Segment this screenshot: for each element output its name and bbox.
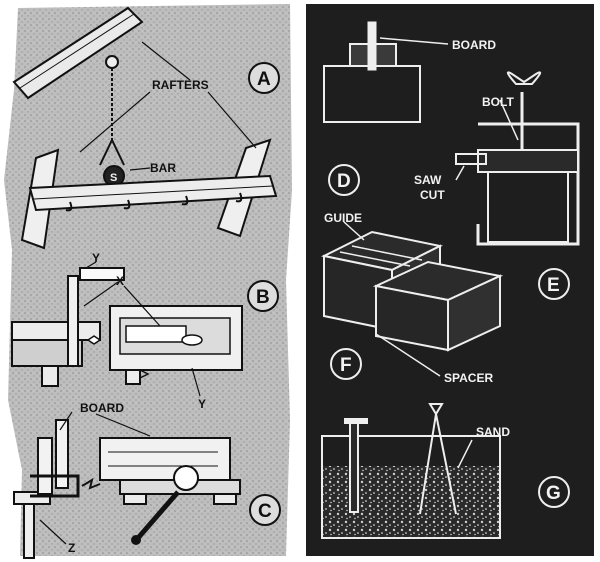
right-panel: BOARD D BOLT SAW CUT E <box>306 4 594 556</box>
figure-g: SAND G <box>321 403 570 539</box>
rafter-upper <box>12 6 144 100</box>
figure-c: BOARD Z C <box>13 401 281 559</box>
x-label: X <box>116 274 124 288</box>
figure-f: GUIDE SPACER F <box>320 211 504 385</box>
marker-f <box>330 348 362 380</box>
sand-container <box>321 435 501 539</box>
marker-g-label: G <box>546 483 561 504</box>
vise-screw-wheel <box>173 465 199 491</box>
cut-label: CUT <box>420 188 445 202</box>
board-block <box>99 437 231 481</box>
board-d <box>367 21 377 71</box>
wing-nut-icon <box>506 71 542 85</box>
marker-e-label: E <box>547 275 560 296</box>
marker-d-label: D <box>337 171 351 192</box>
marker-g <box>538 476 570 508</box>
guide-label: GUIDE <box>324 211 362 225</box>
rafters-label: RAFTERS <box>152 78 209 92</box>
saw-cut-bar <box>455 153 487 165</box>
marker-a <box>248 62 280 94</box>
figure-d: BOARD D <box>323 21 496 196</box>
bar-label: BAR <box>150 161 176 175</box>
saw-label: SAW <box>414 173 442 187</box>
marker-d <box>328 164 360 196</box>
tongs-g <box>419 403 457 515</box>
c-clamp <box>30 474 80 498</box>
pulley-icon <box>105 55 119 69</box>
figure-b: Y X Y B <box>11 251 279 411</box>
saw-slot-x <box>125 325 187 343</box>
marker-e <box>538 268 570 300</box>
marker-a-label: A <box>257 69 271 90</box>
z-label: Z <box>68 541 75 555</box>
marker-b-label: B <box>256 287 270 308</box>
left-panel-background <box>4 4 292 556</box>
marker-f-label: F <box>340 355 352 376</box>
marker-c-label: C <box>258 501 272 522</box>
guide-block-y <box>79 267 125 281</box>
left-panel: S RAFTERS BAR A <box>4 4 292 559</box>
jaw-block <box>487 171 569 243</box>
marker-b <box>247 280 279 312</box>
bar-mark-label: S <box>110 172 117 184</box>
board-label-right: BOARD <box>452 38 496 52</box>
bench-top-left <box>11 321 101 341</box>
c-clamp-e <box>476 122 580 246</box>
y-bottom-label: Y <box>198 397 206 411</box>
board-upright <box>37 437 53 495</box>
sand-label: SAND <box>476 425 510 439</box>
board-label-left: BOARD <box>80 401 124 415</box>
bolt-label: BOLT <box>482 95 514 109</box>
figure-e: BOLT SAW CUT E <box>414 71 580 300</box>
vise-handle <box>136 490 180 540</box>
clamp-post <box>67 275 79 367</box>
rod-g <box>349 419 359 513</box>
marker-c <box>249 494 281 526</box>
y-top-label: Y <box>92 251 100 265</box>
figure-a: S RAFTERS BAR A <box>12 6 280 250</box>
spacer-label: SPACER <box>444 371 493 385</box>
